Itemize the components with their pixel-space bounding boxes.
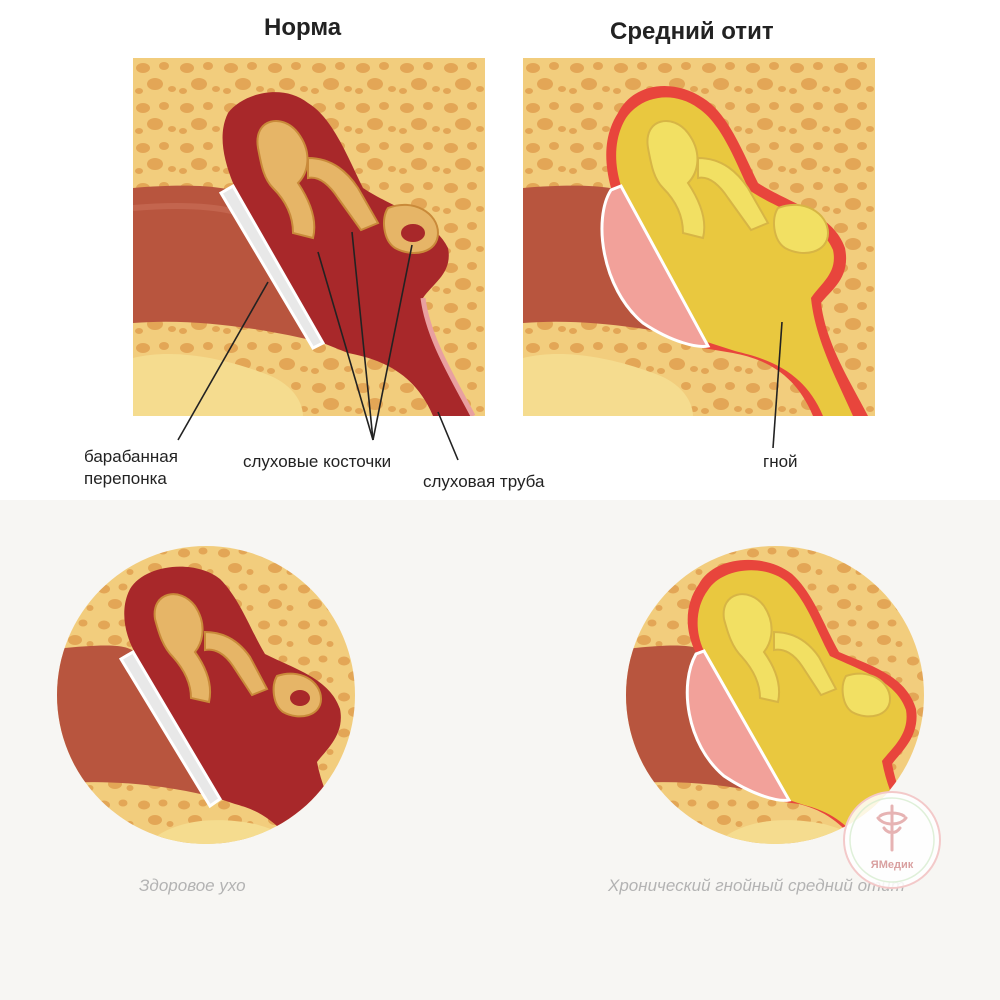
label-ossicles: слуховые косточки	[243, 452, 392, 471]
label-eardrum: барабанная перепонка	[84, 446, 178, 490]
label-eardrum-line1: барабанная	[84, 447, 178, 466]
watermark-text: ЯМедик	[871, 859, 914, 871]
chronic-otitis-circle	[626, 546, 924, 844]
title-otitis: Средний отит	[610, 18, 774, 45]
watermark-logo: ЯМедик	[843, 791, 941, 889]
caduceus-icon	[876, 804, 908, 852]
normal-ear-illustration	[133, 58, 485, 416]
caption-chronic: Хронический гнойный средний отит	[608, 876, 905, 895]
label-eustachian-tube: слуховая труба	[423, 472, 545, 491]
otitis-ear-illustration	[523, 58, 875, 416]
title-normal: Норма	[264, 14, 342, 41]
healthy-ear-circle	[57, 546, 355, 844]
label-pus: гной	[763, 452, 798, 471]
caption-healthy: Здоровое ухо	[139, 876, 246, 895]
label-eardrum-line2: перепонка	[84, 469, 167, 488]
